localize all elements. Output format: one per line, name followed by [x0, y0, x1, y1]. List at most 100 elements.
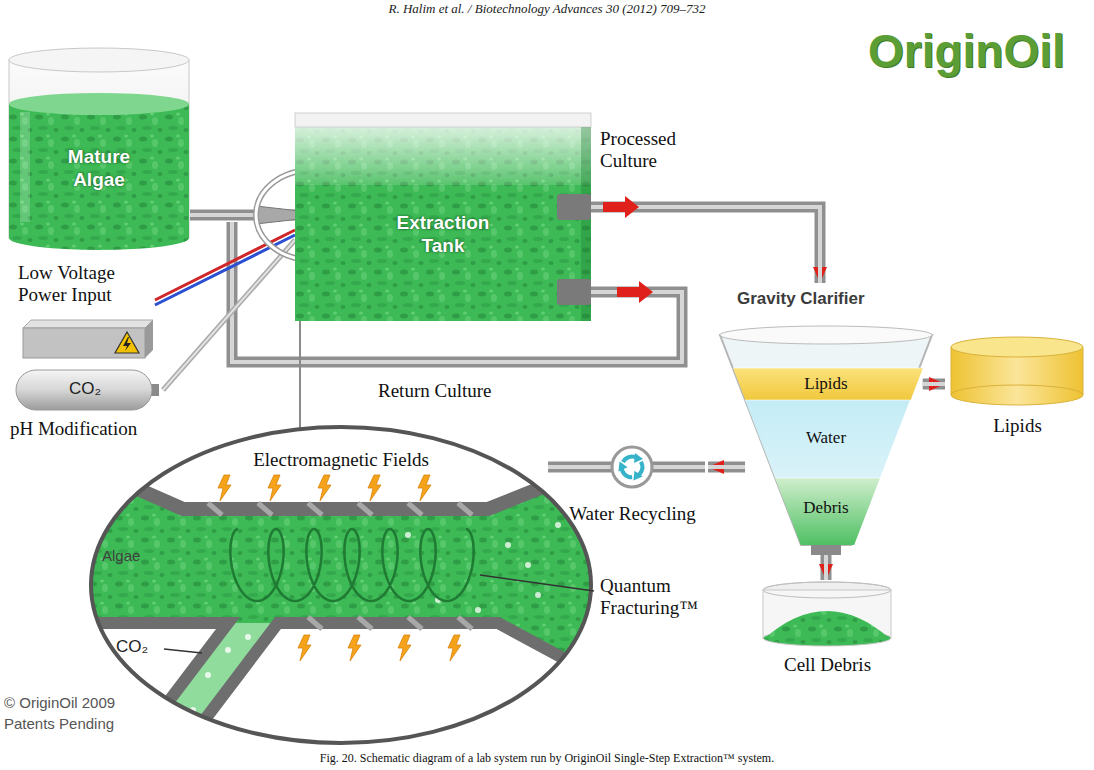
- zoom-inset-shape-part-part: [230, 529, 473, 601]
- flow-arrow: [617, 281, 653, 303]
- water-recycling-shape-part: [614, 453, 648, 484]
- water-recycling-shape-part: [652, 465, 705, 469]
- pipe-connector: [923, 384, 945, 385]
- lipid-container: Lipids: [945, 335, 1093, 440]
- pipe-connector: [591, 207, 820, 283]
- extraction-tank-shape-part: [295, 113, 591, 321]
- zoom-inset-shape-part: [348, 635, 361, 661]
- power-supply-shape-part: [115, 332, 139, 353]
- zoom-inset-shape-part: [448, 635, 461, 661]
- text-slot: Quantum Fracturing™: [600, 575, 718, 619]
- node-label: Gravity Clarifier: [737, 289, 927, 309]
- zoom-inset: Electromagnetic FieldsAlgaeCO₂ Quantum Fr…: [88, 425, 721, 747]
- zoom-inset-shape-part: [164, 649, 202, 653]
- water-layer: Water: [745, 400, 910, 478]
- algae-tank: Mature Algae: [8, 46, 190, 252]
- pipe-connector-part: [923, 379, 945, 390]
- zoom-inset-shape-part-part: [408, 617, 422, 629]
- node-label: Debris: [775, 498, 877, 518]
- algae-tank-shape-part: [9, 48, 189, 72]
- text-slot: Low Voltage Power Input: [18, 262, 152, 306]
- gas-line-part: [163, 240, 295, 390]
- figure-caption: Fig. 20. Schematic diagram of a lab syst…: [0, 751, 1094, 765]
- lipid-layer-shape-part: [733, 368, 923, 369]
- text-slot: Lipids: [733, 374, 920, 394]
- zoom-inset-shape-part-part: [165, 727, 171, 733]
- node-label: Low Voltage Power Input: [18, 262, 152, 306]
- zoom-inset-shape-part-part: [408, 503, 422, 515]
- text-slot: Electromagnetic Fields: [221, 449, 461, 471]
- zoom-inset-shape-part-part: [208, 503, 222, 515]
- water-recycling-shape-part-part: [630, 461, 649, 483]
- text-slot: Mature Algae: [49, 146, 149, 192]
- lipid-layer-shape-part: [733, 368, 923, 400]
- pipe-connector-part: [591, 207, 820, 283]
- lipid-layer: Lipids: [733, 368, 923, 400]
- lipid-container-shape-part: [1083, 347, 1084, 395]
- node-label: CO₂: [50, 379, 120, 399]
- company-logo: OriginOil: [868, 26, 1090, 77]
- gas-line-part: [163, 240, 295, 390]
- text-slot: CO₂: [116, 637, 161, 657]
- water-layer-shape-part: [745, 400, 910, 478]
- algae-tank-shape-part: [20, 112, 30, 222]
- zoom-inset-shape-part-part: [88, 465, 598, 677]
- edge-label: Processed Culture: [600, 128, 710, 172]
- text-slot: CO₂: [50, 379, 120, 399]
- text-slot: Gravity Clarifier: [737, 289, 927, 309]
- zoom-inset-shape-part-part: [308, 617, 322, 629]
- debris-container-shape-part: [763, 582, 891, 598]
- water-recycling-shape-part-part: [614, 459, 633, 481]
- zoom-inset-shape-part-part: [525, 562, 531, 568]
- node-label: Extraction Tank: [383, 212, 503, 258]
- caption-slot: Fig. 20. Schematic diagram of a lab syst…: [0, 751, 1094, 765]
- zoom-inset-shape-part-part: [358, 503, 372, 515]
- pipe-connector-part: [708, 465, 745, 469]
- node-sublabel: Quantum Fracturing™: [600, 575, 718, 619]
- zoom-inset-shape-part: [318, 475, 331, 501]
- water-recycling-shape-part-part: [623, 453, 643, 463]
- zoom-inset-shape-part-part: [308, 503, 322, 515]
- zoom-inset-shape-part: [368, 475, 381, 501]
- co2-cylinder-shape-part: [16, 370, 152, 410]
- node-label: Lipids: [945, 415, 1090, 437]
- node-label: Water Recycling: [560, 503, 705, 525]
- gas-line: [163, 240, 295, 390]
- zoom-inset-shape-part: [88, 465, 598, 755]
- debris-layer-shape-part: [775, 478, 880, 545]
- zoom-inset-shape-part-part: [535, 592, 541, 598]
- patent-note: Patents Pending: [4, 715, 174, 733]
- node-label: Mature Algae: [49, 146, 149, 192]
- node-label: Water: [745, 428, 907, 448]
- text-slot: Algae: [102, 547, 162, 565]
- node-sublabel: pH Modification: [10, 418, 160, 440]
- zoom-inset-shape-part-part: [458, 503, 472, 515]
- label-slot: R. Halim et al. / Biotechnology Advances…: [0, 1, 1094, 17]
- extraction-tank-shape-part: [557, 194, 591, 220]
- text-slot: pH Modification: [10, 418, 160, 440]
- extraction-tank-shape-part: [295, 113, 591, 127]
- pipe-label: Return Culture: [378, 380, 538, 402]
- label-slot: Patents Pending: [4, 715, 174, 733]
- label-slot: © OriginOil 2009: [4, 694, 174, 712]
- extraction-tank-shape-part: [295, 113, 591, 185]
- node-label: Lipids: [733, 374, 920, 394]
- zoom-inset-shape-part-part: [225, 647, 231, 653]
- zoom-inset-shape-part-part: [475, 607, 481, 613]
- zoom-inset-shape-part: [91, 427, 591, 743]
- pipe-connector: [708, 467, 745, 468]
- algae-tank-shape-part: [9, 93, 189, 115]
- text-slot: Debris: [775, 498, 877, 518]
- zoom-inset-shape-part: [398, 635, 411, 661]
- zoom-inset-shape-part-part: [358, 617, 372, 629]
- water-recycling-shape-part-part-part: [614, 459, 627, 472]
- extraction-tank-shape-part: [557, 279, 591, 305]
- water-layer-shape-part: [745, 400, 910, 401]
- edge-label-slot: Processed Culture: [600, 128, 710, 172]
- algae-tank-shape-part: [9, 226, 189, 250]
- text-slot: Water Recycling: [560, 503, 705, 525]
- gravity-clarifier-shape-part: [720, 335, 932, 545]
- debris-layer: Debris: [775, 478, 880, 545]
- lipid-container-shape-part: [951, 385, 1083, 405]
